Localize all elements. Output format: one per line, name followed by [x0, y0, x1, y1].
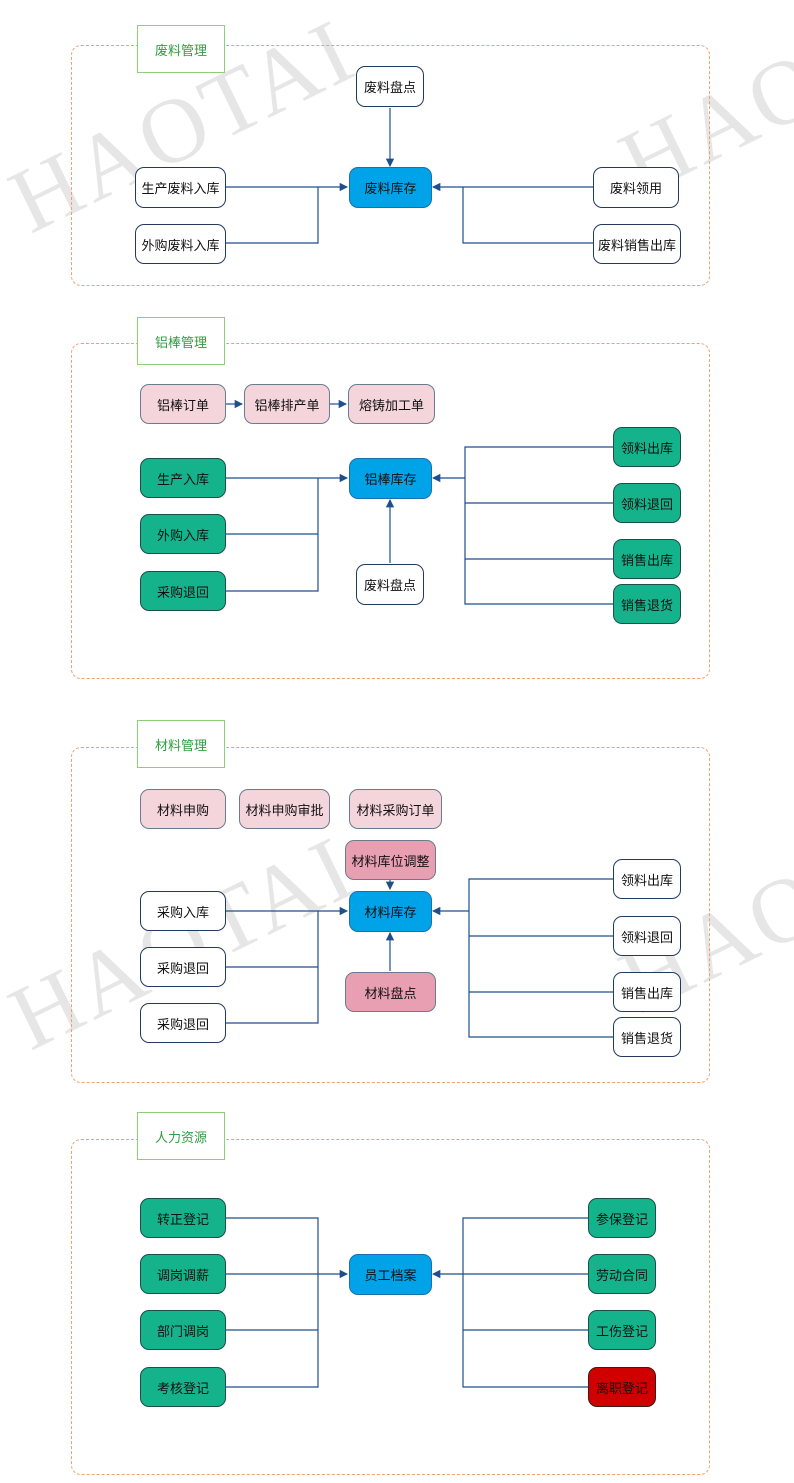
panel-material — [71, 747, 710, 1083]
node-bar-cast[interactable]: 熔铸加工单 — [348, 384, 435, 424]
line-mat-right-trunk — [468, 878, 613, 1038]
node-hr-archive[interactable]: 员工档案 — [349, 1254, 432, 1295]
node-mat-stock[interactable]: 材料库存 — [349, 891, 432, 932]
node-bar-stock[interactable]: 铝棒库存 — [349, 458, 432, 499]
node-hr-transfer[interactable]: 调岗调薪 — [140, 1254, 226, 1294]
node-scrap-prod-in[interactable]: 生产废料入库 — [135, 167, 226, 208]
node-bar-schedule[interactable]: 铝棒排产单 — [244, 384, 330, 424]
panel-scrap — [71, 45, 710, 286]
node-hr-leave[interactable]: 离职登记 — [588, 1367, 656, 1407]
node-mat-sale-return[interactable]: 销售退货 — [613, 1017, 681, 1057]
node-mat-buy-in[interactable]: 采购入库 — [140, 891, 226, 931]
node-hr-contract[interactable]: 劳动合同 — [588, 1254, 656, 1294]
line-mat-left-trunk — [226, 911, 319, 1024]
node-mat-request[interactable]: 材料申购 — [140, 789, 226, 829]
node-hr-dept[interactable]: 部门调岗 — [140, 1310, 226, 1350]
node-bar-count[interactable]: 废料盘点 — [356, 564, 424, 605]
node-hr-assess[interactable]: 考核登记 — [140, 1367, 226, 1407]
node-bar-sale-out[interactable]: 销售出库 — [613, 539, 681, 579]
node-mat-approve[interactable]: 材料申购审批 — [239, 789, 330, 829]
node-mat-return-2[interactable]: 采购退回 — [140, 1003, 226, 1043]
node-mat-pick-return[interactable]: 领料退回 — [613, 916, 681, 956]
panel-hr — [71, 1139, 710, 1475]
line-buy-in-trunk — [226, 187, 319, 244]
node-mat-pick-out[interactable]: 领料出库 — [613, 859, 681, 899]
node-scrap-sale-out[interactable]: 废料销售出库 — [593, 224, 681, 264]
node-mat-count[interactable]: 材料盘点 — [345, 972, 436, 1012]
node-bar-order[interactable]: 铝棒订单 — [140, 384, 226, 424]
node-bar-prod-in[interactable]: 生产入库 — [140, 458, 226, 498]
node-mat-sale-out[interactable]: 销售出库 — [613, 972, 681, 1012]
line-sale-out-trunk — [462, 187, 593, 244]
node-mat-adjust[interactable]: 材料库位调整 — [345, 840, 436, 880]
node-hr-insurance[interactable]: 参保登记 — [588, 1198, 656, 1238]
line-bar-right-trunk — [464, 446, 613, 605]
line-bar-left-trunk — [226, 478, 319, 592]
node-bar-sale-return[interactable]: 销售退货 — [613, 584, 681, 624]
node-hr-confirm[interactable]: 转正登记 — [140, 1198, 226, 1238]
line-hr-left-trunk — [226, 1217, 319, 1388]
node-bar-pick-out[interactable]: 领料出库 — [613, 427, 681, 467]
section-title-scrap: 废料管理 — [137, 25, 225, 73]
node-scrap-stock[interactable]: 废料库存 — [349, 167, 432, 208]
section-title-material: 材料管理 — [137, 720, 225, 768]
node-bar-purchase-return[interactable]: 采购退回 — [140, 571, 226, 611]
node-mat-po[interactable]: 材料采购订单 — [349, 789, 442, 829]
section-title-bar: 铝棒管理 — [137, 317, 225, 365]
node-scrap-count[interactable]: 废料盘点 — [356, 66, 424, 107]
panel-bar — [71, 343, 710, 679]
node-scrap-use[interactable]: 废料领用 — [593, 167, 679, 208]
node-mat-return-1[interactable]: 采购退回 — [140, 947, 226, 987]
line-hr-right-trunk — [462, 1217, 588, 1388]
node-hr-injury[interactable]: 工伤登记 — [588, 1310, 656, 1350]
node-scrap-buy-in[interactable]: 外购废料入库 — [135, 224, 226, 264]
node-bar-buy-in[interactable]: 外购入库 — [140, 514, 226, 554]
node-bar-pick-return[interactable]: 领料退回 — [613, 483, 681, 523]
section-title-hr: 人力资源 — [137, 1112, 225, 1160]
